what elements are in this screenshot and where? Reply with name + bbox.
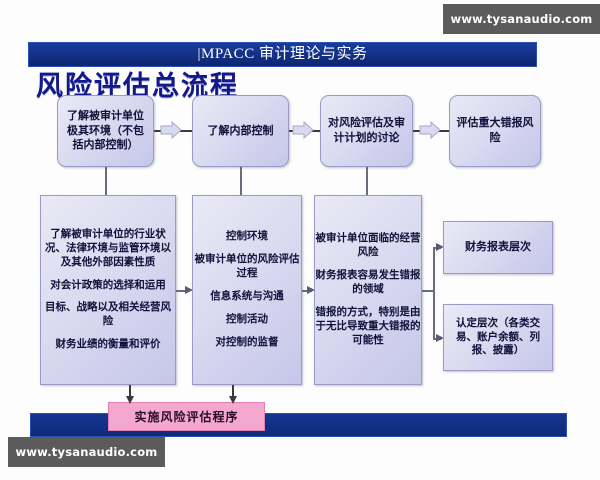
flow-node-line: 目标、战略以及相关经营风险 [45, 302, 171, 328]
flow-node-label-group: 被审计单位面临的经营风险 财务报表容易发生错报的领域 错报的方式，特别是由于无比… [315, 232, 421, 347]
flow-node-line: 财务业绩的衡量和评价 [55, 339, 161, 351]
flow-node-line: 财务报表容易发生错报的领域 [315, 270, 421, 296]
flow-node-understand-internal-control[interactable]: 了解内部控制 [192, 95, 289, 167]
block-arrow-right-icon [292, 121, 314, 139]
connector-line-col1-col2 [176, 290, 188, 292]
flow-node-line: 被审计单位的风险评估过程 [194, 254, 300, 280]
flow-node-discussion-topics[interactable]: 被审计单位面临的经营风险 财务报表容易发生错报的领域 错报的方式，特别是由于无比… [314, 195, 422, 385]
flow-node-label-group: 了解被审计单位的行业状况、法律环境与监管环境以及其他外部因素性质 对会计政策的选… [41, 228, 175, 352]
arrow-right-icon [436, 333, 445, 343]
flow-node-line: 控制活动 [226, 313, 268, 325]
flow-node-line: 对会计政策的选择和运用 [50, 279, 166, 291]
flow-node-label: 评估重大错报风险 [456, 117, 534, 144]
connector-line-to-pink-2 [232, 385, 234, 399]
flow-node-assertion-level[interactable]: 认定层次（各类交易、账户余额、列报、披露） [443, 304, 553, 371]
flow-node-perform-risk-assessment-procedures[interactable]: 实施风险评估程序 [108, 402, 265, 431]
flow-node-label: 财务报表层次 [465, 241, 531, 254]
flow-node-label-group: 控制环境 被审计单位的风险评估过程 信息系统与沟通 控制活动 对控制的监督 [193, 230, 301, 349]
flow-node-label: 了解内部控制 [207, 124, 274, 137]
flow-node-label: 认定层次（各类交易、账户余额、列报、披露） [456, 317, 540, 357]
watermark-bottom: www.tysanaudio.com [8, 437, 165, 467]
flow-node-line: 信息系统与沟通 [210, 291, 284, 302]
arrow-right-icon [307, 285, 316, 295]
arrow-down-icon [125, 396, 135, 405]
arrow-right-icon [185, 285, 194, 295]
header-title: |MPACC 审计理论与实务 [197, 45, 368, 62]
header-bar: |MPACC 审计理论与实务 [28, 42, 537, 67]
connector-line-to-pink-1 [129, 385, 131, 399]
connector-line-down-2 [240, 167, 242, 195]
connector-line-down-3 [366, 167, 368, 195]
flow-node-label: 对风险评估及审计计划的讨论 [328, 117, 405, 144]
flow-node-entity-environment-details[interactable]: 了解被审计单位的行业状况、法律环境与监管环境以及其他外部因素性质 对会计政策的选… [40, 195, 176, 385]
flow-node-line: 控制环境 [226, 231, 268, 243]
flow-node-label: 实施风险评估程序 [134, 410, 239, 424]
flow-node-risk-assessment-discussion[interactable]: 对风险评估及审计计划的讨论 [320, 95, 413, 167]
block-arrow-right-icon [160, 121, 182, 139]
flow-node-line: 错报的方式，特别是由于无比导致重大错报的可能性 [315, 306, 421, 346]
flow-node-understand-entity[interactable]: 了解被审计单位极其环境（不包括内部控制） [57, 95, 154, 167]
flow-node-assess-material-misstatement-risk[interactable]: 评估重大错报风险 [449, 95, 541, 167]
flow-node-financial-statement-level[interactable]: 财务报表层次 [443, 221, 553, 274]
connector-line-col3-bracket [422, 290, 434, 292]
block-arrow-right-icon [419, 121, 441, 139]
connector-line-down-1 [105, 167, 107, 195]
flow-node-label: 了解被审计单位极其环境（不包括内部控制） [67, 110, 144, 152]
flow-node-line: 了解被审计单位的行业状况、法律环境与监管环境以及其他外部因素性质 [45, 228, 171, 268]
flow-node-line: 对控制的监督 [215, 336, 279, 348]
arrow-right-icon [436, 242, 445, 252]
flow-node-internal-control-elements[interactable]: 控制环境 被审计单位的风险评估过程 信息系统与沟通 控制活动 对控制的监督 [192, 195, 302, 385]
watermark-top: www.tysanaudio.com [443, 4, 600, 34]
connector-bracket-vertical [433, 247, 435, 339]
arrow-down-icon [228, 396, 238, 405]
flow-node-line: 被审计单位面临的经营风险 [315, 233, 421, 259]
